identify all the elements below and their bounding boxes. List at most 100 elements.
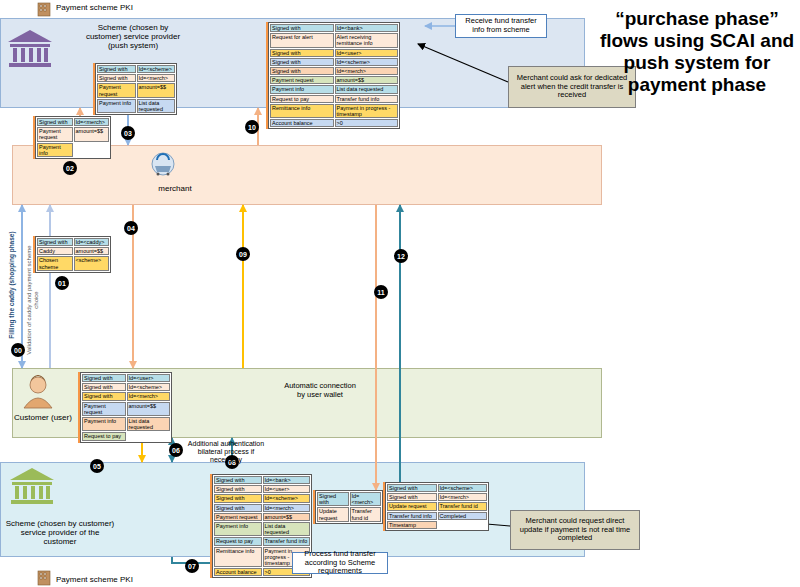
callout-number: 11 bbox=[374, 285, 388, 299]
message-field: List data requested bbox=[335, 85, 399, 93]
message-field: Transfer fund info bbox=[335, 95, 399, 103]
message-field: Transfer fund info bbox=[263, 537, 311, 545]
callout-number: 05 bbox=[90, 459, 104, 473]
note-text: Process fund transfer according to Schem… bbox=[297, 550, 383, 576]
callout-number: 12 bbox=[394, 249, 408, 263]
message-field: Chosen scheme bbox=[37, 256, 73, 270]
message-field: Id=<merch> bbox=[137, 74, 176, 82]
message-field: Transfer fund info bbox=[387, 512, 437, 520]
message-field: Signed with bbox=[270, 67, 334, 75]
callout-number: 00 bbox=[11, 343, 25, 357]
message-stack: Signed withId=<scheme>Signed withId=<mer… bbox=[95, 63, 177, 115]
message-field: Payment request bbox=[214, 513, 262, 521]
phase-label: Validation of caddy and payment scheme c… bbox=[26, 245, 40, 355]
diagram-title: “purchase phase” flows using SCAI and pu… bbox=[598, 8, 796, 95]
message-field: List data requested bbox=[137, 99, 176, 113]
message-field: Signed with bbox=[270, 49, 334, 57]
message-field: Caddy bbox=[37, 247, 73, 255]
swimlane-band: Customer (user)Signed withId=<user>Signe… bbox=[12, 368, 602, 438]
note-text: Receive fund transfer info from scheme bbox=[460, 17, 542, 34]
message-field: Signed with bbox=[387, 493, 437, 501]
callout-number: 03 bbox=[121, 126, 135, 140]
message-field: Signed with bbox=[270, 58, 334, 66]
message-field: Id=<bank> bbox=[335, 24, 399, 32]
message-field: Id=<bank> bbox=[263, 476, 311, 484]
message-field: Completed bbox=[438, 512, 488, 520]
pki-building bbox=[38, 571, 50, 585]
message-field: >0 bbox=[335, 119, 399, 127]
note-text: Merchant could request direct update if … bbox=[515, 517, 635, 543]
pki-building bbox=[38, 3, 50, 16]
message-field: Signed with bbox=[37, 118, 73, 126]
phase-label: Filling the caddy (shopping phase) bbox=[8, 210, 15, 360]
flow-arrow bbox=[127, 108, 129, 145]
lane-label: Scheme (chosen by customer) service prov… bbox=[83, 23, 183, 51]
flow-arrow bbox=[375, 205, 377, 490]
message-field: Id=<scheme> bbox=[137, 65, 176, 73]
callout-number: 06 bbox=[169, 443, 183, 457]
message-field: Signed with bbox=[82, 374, 126, 382]
message-field: Id=<merch> bbox=[438, 493, 488, 501]
callout-number: 01 bbox=[55, 276, 69, 290]
message-field: Request to pay bbox=[214, 537, 262, 545]
message-field: Payment request bbox=[270, 76, 334, 84]
message-field: Id=<user> bbox=[335, 49, 399, 57]
message-field: Payment in progress - timestamp bbox=[335, 104, 399, 118]
flow-arrow bbox=[49, 205, 51, 368]
message-field: List data requested bbox=[263, 522, 311, 536]
message-field: amount=$$ bbox=[74, 247, 110, 255]
message-field: Update request bbox=[387, 502, 437, 510]
message-field: Id=<scheme> bbox=[127, 383, 171, 391]
message-field: Signed with bbox=[97, 65, 136, 73]
message-field: Signed with bbox=[317, 492, 349, 506]
message-stack: Signed withId=<merch>Update requestTrans… bbox=[315, 490, 383, 524]
message-field: Signed with bbox=[214, 476, 262, 484]
message-field: Payment request bbox=[82, 402, 126, 416]
message-field: Payment info bbox=[214, 522, 262, 536]
message-field: Id=<merch> bbox=[127, 392, 171, 400]
note-box: Merchant could request direct update if … bbox=[510, 510, 640, 550]
flow-arrow bbox=[141, 438, 143, 462]
message-field: Signed with bbox=[82, 392, 126, 400]
message-field: Update request bbox=[317, 507, 349, 521]
lane-label: merchant bbox=[145, 184, 205, 193]
message-field: Signed with bbox=[82, 383, 126, 391]
message-field: Account balance bbox=[214, 568, 262, 576]
message-stack: Signed withId=<caddy>Caddyamount=$$Chose… bbox=[35, 236, 111, 273]
lane-label: Customer (user) bbox=[13, 413, 73, 422]
flow-arrow bbox=[171, 438, 173, 462]
message-field: Payment info bbox=[97, 99, 136, 113]
message-field: Id=<caddy> bbox=[74, 238, 110, 246]
message-field: Payment request bbox=[37, 127, 73, 141]
message-field: Id=<scheme> bbox=[263, 494, 311, 502]
message-field: Payment request bbox=[97, 83, 136, 97]
message-field: List data requested bbox=[127, 417, 171, 431]
message-field: Timestamp bbox=[387, 521, 437, 529]
message-field: amount=$$ bbox=[335, 76, 399, 84]
callout-number: 10 bbox=[245, 120, 259, 134]
note-box: Receive fund transfer info from scheme bbox=[455, 14, 547, 38]
message-field: Signed with bbox=[387, 484, 437, 492]
note-box: Process fund transfer according to Schem… bbox=[292, 552, 388, 574]
message-field: Payment info bbox=[82, 417, 126, 431]
pki-label: Payment scheme PKI bbox=[56, 3, 196, 12]
message-field: Id=<user> bbox=[127, 374, 171, 382]
message-field: Signed with bbox=[270, 24, 334, 32]
message-stack: Signed withId=<merch>Payment requestamou… bbox=[35, 116, 111, 159]
message-field: Id=<merch> bbox=[74, 118, 110, 126]
note-box: Merchant could ask for dedicated alert w… bbox=[508, 66, 636, 108]
message-field: Request to pay bbox=[270, 95, 334, 103]
message-field: Id=<merch> bbox=[350, 492, 382, 506]
message-field: amount=$$ bbox=[263, 513, 311, 521]
flow-arrow bbox=[172, 557, 292, 563]
message-field: Signed with bbox=[37, 238, 73, 246]
message-field: Signed with bbox=[97, 74, 136, 82]
pki-label: Payment scheme PKI bbox=[56, 575, 196, 584]
swimlane-band: Scheme (chosen by customer) service prov… bbox=[0, 462, 585, 557]
message-field: amount=$$ bbox=[137, 83, 176, 97]
message-field: Id=<merch> bbox=[263, 504, 311, 512]
message-field: Account balance bbox=[270, 119, 334, 127]
flow-arrow bbox=[231, 438, 233, 462]
flow-arrow bbox=[79, 108, 81, 145]
flow-arrow bbox=[399, 205, 401, 482]
